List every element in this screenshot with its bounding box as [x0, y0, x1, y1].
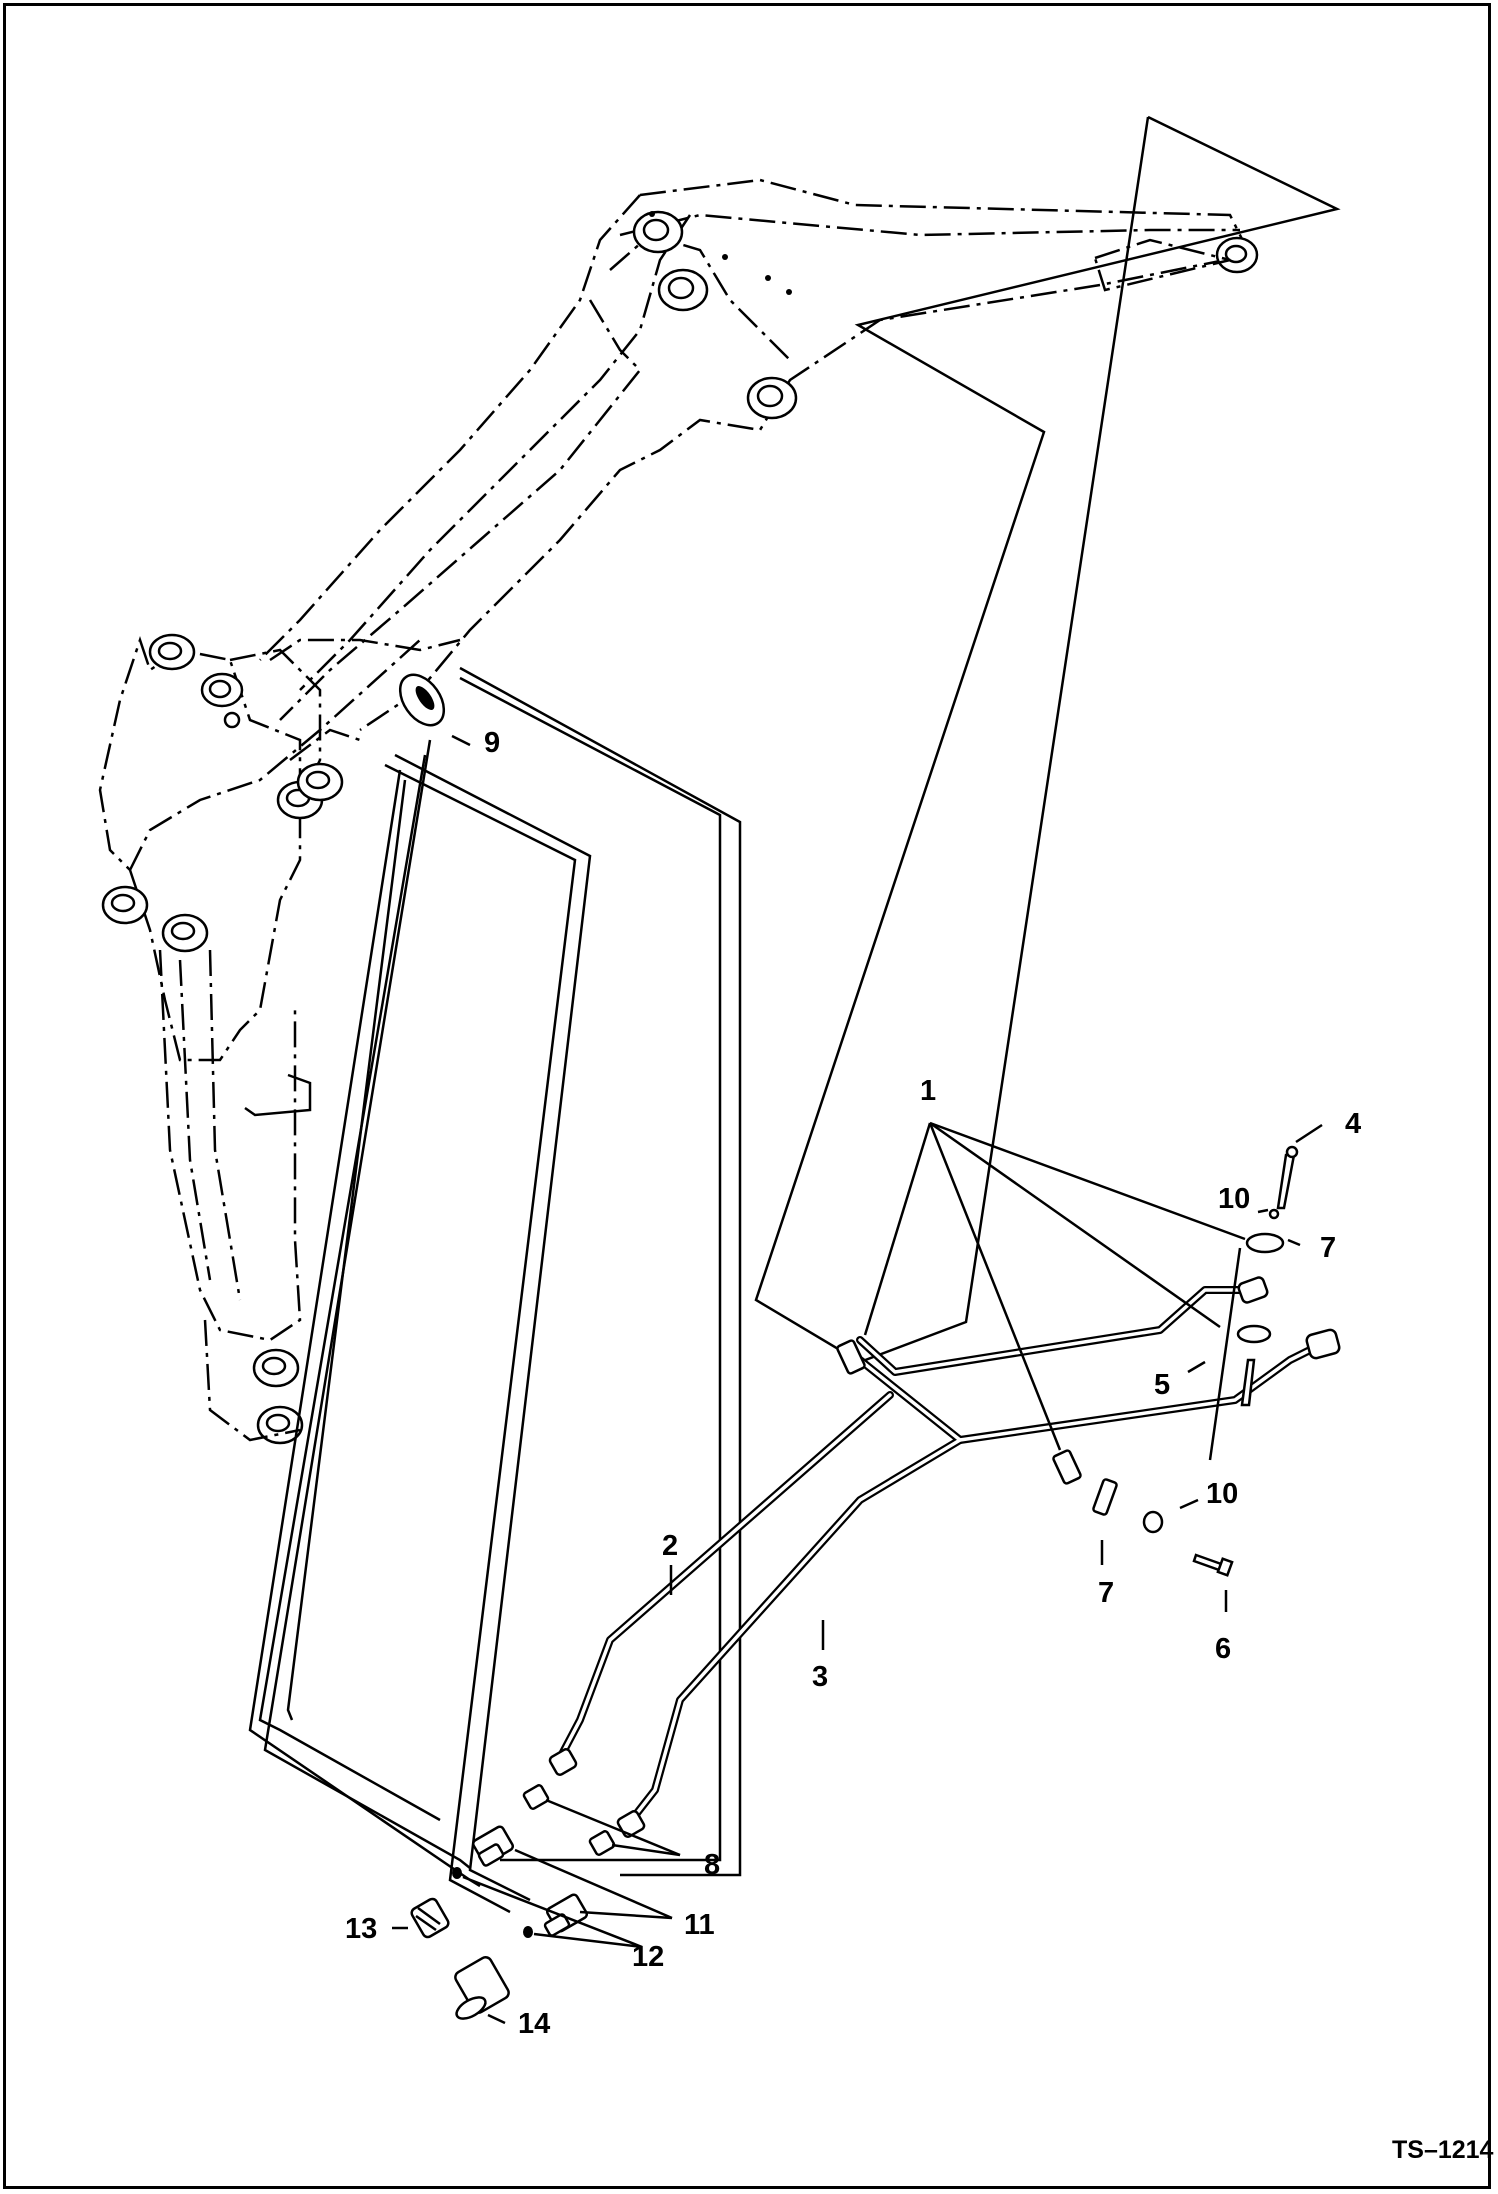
grab-handle	[244, 1073, 312, 1117]
clamp-plate-upper	[1236, 1324, 1272, 1344]
callout-10a: 10	[1218, 1183, 1250, 1215]
callout-labels: 1 2 3 4 5 6 7 7 8 9 10 10 11 12 13 14	[345, 727, 1361, 2040]
callout-10b: 10	[1206, 1478, 1238, 1510]
callout-11: 11	[684, 1909, 715, 1941]
callout-13: 13	[345, 1913, 377, 1945]
callout-9: 9	[484, 727, 500, 759]
callout-7b: 7	[1098, 1577, 1114, 1609]
boom-assembly	[98, 178, 1259, 1445]
bushing-9	[398, 673, 446, 727]
hydraulic-tube-2	[556, 1286, 1264, 1762]
callout-3: 3	[812, 1661, 828, 1693]
adapter-11a	[471, 1825, 515, 1867]
detail-boundary	[754, 115, 1341, 1364]
clamp-plate-top	[1245, 1232, 1285, 1254]
oring-12a	[452, 1867, 462, 1879]
fitting-8a	[522, 1784, 550, 1810]
callout-8: 8	[704, 1849, 720, 1881]
clamp-bolt-stem	[1240, 1358, 1256, 1407]
fittings	[410, 1784, 616, 2020]
callout-14: 14	[518, 2008, 550, 2040]
hydraulic-tube-3	[626, 1341, 1324, 1826]
leader-lines	[392, 734, 1323, 2025]
tube-clamp-left	[836, 1339, 866, 1375]
callout-5: 5	[1154, 1369, 1170, 1401]
fitting-8b	[588, 1830, 616, 1856]
tube-clamp-right	[1052, 1449, 1082, 1485]
callout-1: 1	[920, 1075, 936, 1107]
washer-lower	[1142, 1510, 1164, 1534]
bolt-upper	[1276, 1153, 1296, 1210]
adapter-11b	[543, 1893, 589, 1937]
callout-7a: 7	[1320, 1232, 1336, 1264]
callout-2: 2	[662, 1530, 678, 1562]
diagram-frame	[3, 3, 1491, 2189]
callout-6: 6	[1215, 1633, 1231, 1665]
oring-12b	[523, 1926, 533, 1938]
plug-14	[454, 1956, 510, 2020]
callout-4: 4	[1345, 1108, 1361, 1140]
clamp-hardware	[836, 1145, 1299, 1577]
cap-13	[410, 1897, 450, 1939]
drawing-reference: TS–1214	[1392, 2136, 1494, 2164]
clamp-plate-lower	[1092, 1478, 1118, 1516]
washer-upper	[1268, 1208, 1280, 1220]
callout-12: 12	[632, 1941, 664, 1973]
hose-routing-guides	[248, 666, 742, 1914]
